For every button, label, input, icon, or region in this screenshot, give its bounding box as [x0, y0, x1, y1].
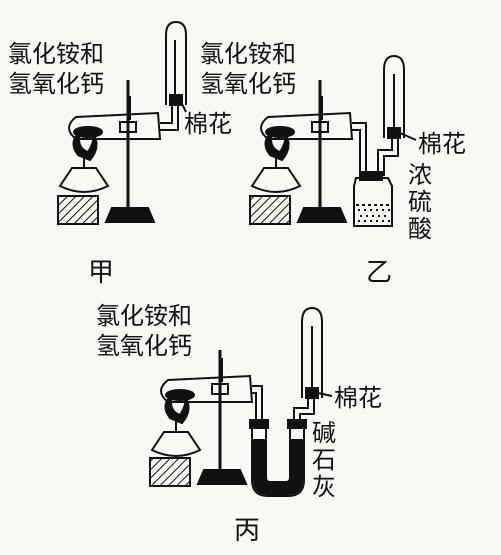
collecting-tube [383, 54, 405, 138]
cotton-label: 棉花 [184, 110, 232, 138]
reagent-label-line2: 氢氧化钙 [8, 70, 104, 98]
cotton-plug [305, 387, 319, 399]
iron-stand-base [104, 207, 156, 223]
reagent-label-line1: 氯化铵和 [8, 40, 104, 68]
cotton-leader [399, 132, 417, 141]
clamp [211, 383, 229, 395]
reagent-label-line2: 氢氧化钙 [96, 332, 192, 360]
clamp [311, 121, 329, 133]
u-tube [251, 424, 305, 497]
flame [164, 392, 190, 425]
sulfuric-acid-liquid [358, 209, 390, 222]
collecting-tube [165, 20, 187, 105]
alcohol-lamp [58, 167, 110, 193]
apparatus-yi [249, 54, 405, 227]
wooden-block [149, 457, 191, 487]
soda-lime-filling [253, 439, 303, 495]
wooden-block [57, 195, 99, 225]
cotton-label: 棉花 [334, 384, 382, 412]
alcohol-lamp [250, 167, 302, 193]
apparatus-jia [57, 20, 187, 225]
drying-agent-label: 碱石灰 [312, 419, 336, 501]
cotton-leader [317, 392, 333, 397]
cotton-plug [169, 94, 183, 106]
cotton-plug [387, 127, 401, 139]
collecting-tube [301, 306, 323, 398]
test-tube [68, 111, 162, 140]
test-tube [260, 111, 354, 140]
reagent-powder [73, 126, 103, 138]
reagent-label-line1: 氯化铵和 [200, 40, 296, 68]
alcohol-lamp [150, 431, 202, 457]
flame [72, 129, 98, 162]
caption-jia: 甲 [88, 258, 115, 288]
cotton-label: 棉花 [418, 130, 466, 158]
iron-stand-base [196, 469, 248, 485]
apparatus-bing [149, 306, 323, 497]
caption-bing: 丙 [234, 516, 261, 546]
test-tube [160, 374, 254, 403]
reagent-powder [165, 389, 195, 401]
clamp [119, 121, 137, 133]
cotton-leader [179, 99, 187, 113]
reagent-powder [265, 126, 295, 138]
drying-agent-label: 浓硫酸 [408, 161, 432, 243]
reagent-label-line2: 氢氧化钙 [200, 70, 296, 98]
reagent-label-line1: 氯化铵和 [96, 302, 192, 330]
wooden-block [249, 195, 291, 225]
caption-yi: 乙 [366, 258, 393, 288]
wash-bottle [353, 177, 393, 227]
flame [264, 129, 290, 162]
iron-stand-base [296, 207, 348, 223]
